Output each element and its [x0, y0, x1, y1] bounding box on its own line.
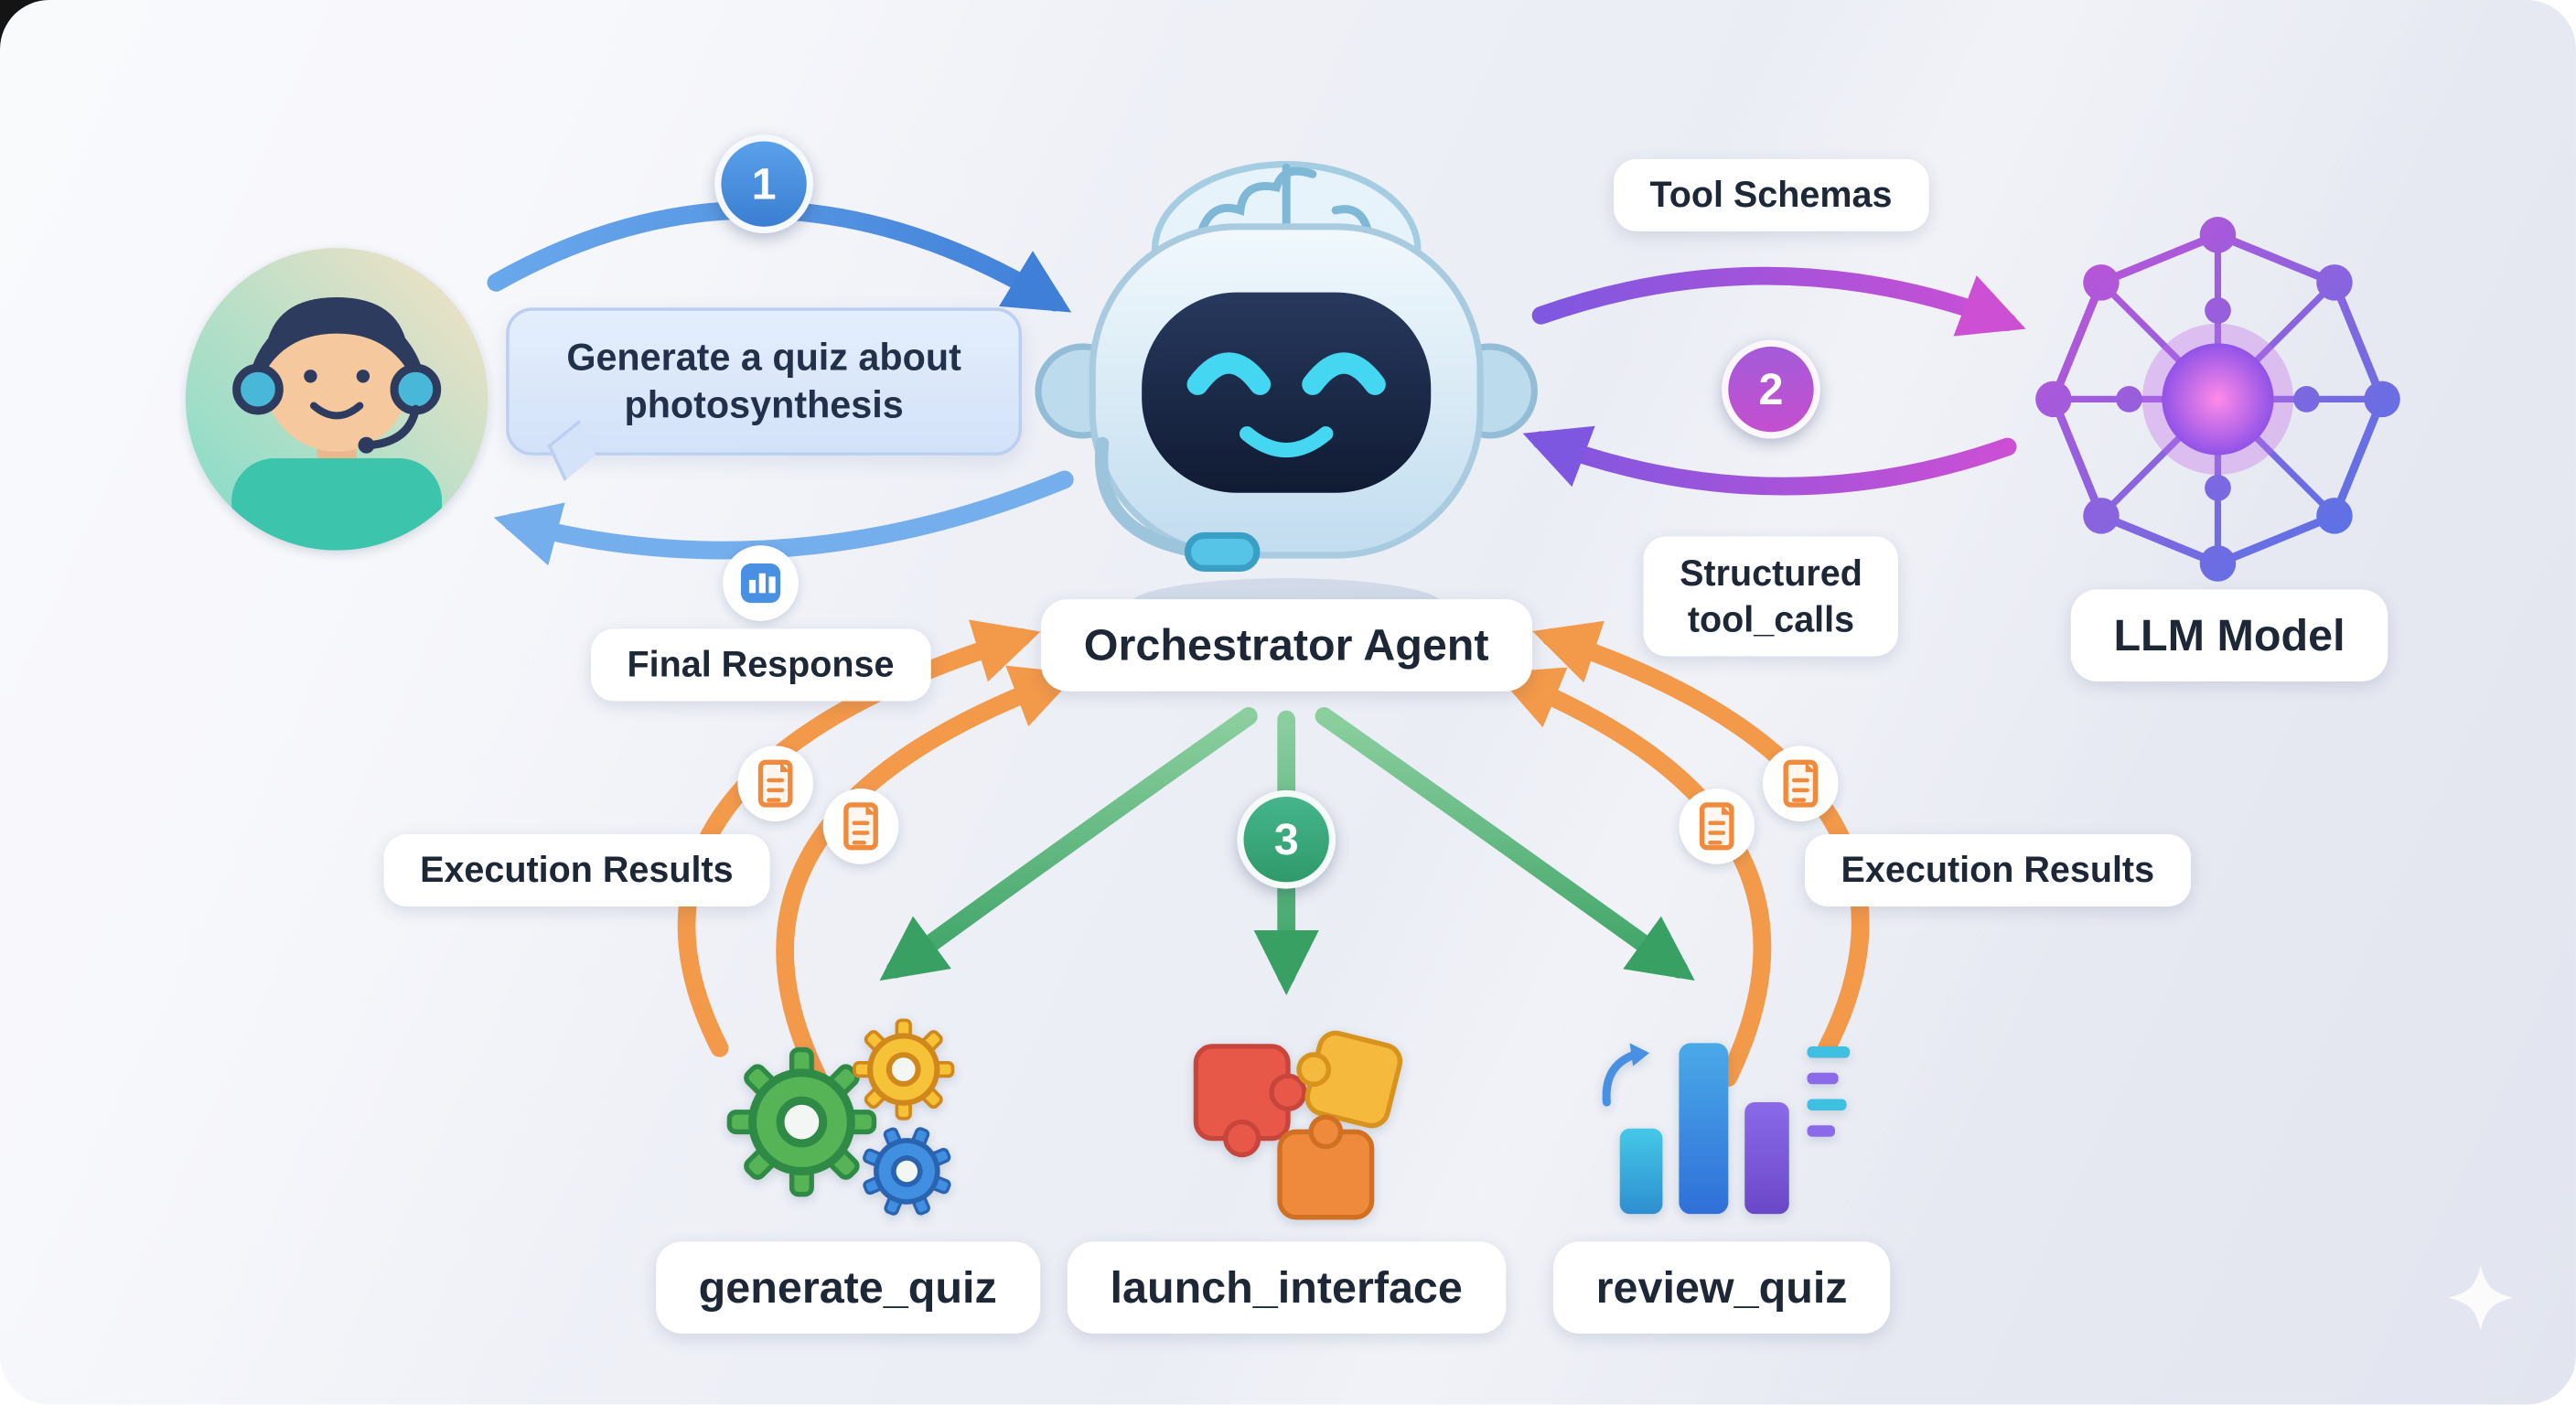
headset-band-icon: [250, 306, 424, 381]
llm-core-icon: [2162, 343, 2274, 456]
result-arrow-left-inner: [776, 665, 1079, 1087]
execution-result-doc-icon: [823, 788, 899, 864]
avatar-face: [264, 306, 410, 452]
final-response-doc-icon: [723, 545, 799, 621]
robot-face-panel: [1142, 292, 1432, 493]
robot-mic-icon: [1184, 531, 1261, 572]
execution-result-doc-icon: [737, 745, 813, 821]
headset-earcup-right-icon: [390, 363, 442, 415]
robot-eye-left-icon: [1186, 352, 1272, 395]
final-response-label: Final Response: [590, 628, 931, 702]
user-request-bubble: Generate a quiz about photosynthesis: [506, 307, 1023, 456]
result-arrow-right-outer: [1532, 620, 1870, 1057]
orchestrator-robot-icon: [1035, 160, 1538, 631]
avatar-shirt: [231, 458, 443, 551]
robot-smile-icon: [1240, 426, 1334, 458]
llm-model-label: LLM Model: [2070, 589, 2388, 682]
tool-launch-interface-label: launch_interface: [1067, 1241, 1506, 1335]
dispatch-arrow-right: [1315, 707, 1695, 981]
headset-earcup-left-icon: [232, 363, 284, 415]
execution-results-right-label: Execution Results: [1805, 833, 2191, 907]
final-response-arrow: [493, 470, 1074, 566]
tool-generate-quiz-label: generate_quiz: [655, 1241, 1040, 1335]
robot-eye-right-icon: [1302, 352, 1386, 395]
structured-tool-calls-label: Structured tool_calls: [1643, 536, 1899, 657]
sparkle-icon: [2447, 1264, 2514, 1331]
orchestrator-agent-label: Orchestrator Agent: [1041, 599, 1532, 692]
structured-tool-calls-arrow: [1522, 425, 2017, 496]
launch-interface-puzzle-icon: [1193, 1030, 1403, 1220]
dispatch-arrow-left: [879, 707, 1258, 981]
generate-quiz-gears-icon: [729, 1020, 965, 1229]
review-quiz-chart-icon: [1602, 1043, 1851, 1215]
llm-network-icon: [2035, 217, 2400, 582]
execution-result-doc-icon: [1679, 788, 1755, 864]
tool-schemas-label: Tool Schemas: [1613, 158, 1928, 232]
step-3-badge: 3: [1237, 789, 1336, 889]
result-arrow-right-inner: [1495, 667, 1772, 1087]
user-avatar: [185, 248, 488, 551]
step-1-badge: 1: [714, 134, 813, 234]
headset-mic-icon: [365, 404, 420, 450]
execution-results-left-label: Execution Results: [383, 833, 770, 907]
tool-review-quiz-label: review_quiz: [1552, 1241, 1891, 1335]
tool-schemas-arrow: [1531, 266, 2026, 337]
step-2-badge: 2: [1722, 339, 1820, 439]
execution-result-doc-icon: [1763, 745, 1839, 821]
